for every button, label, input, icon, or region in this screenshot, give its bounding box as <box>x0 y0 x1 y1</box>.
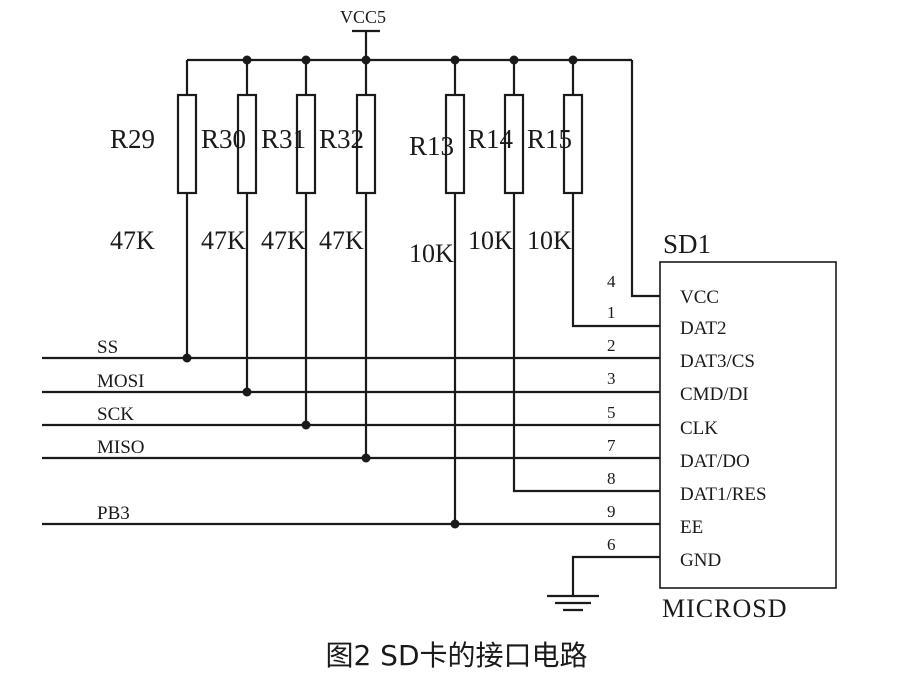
r13-value: 10K <box>409 239 454 268</box>
pin-number: 1 <box>607 303 616 322</box>
r29-ref: R29 <box>110 124 155 154</box>
pin-name: DAT1/RES <box>680 484 767 505</box>
r29-value: 47K <box>110 226 155 255</box>
r15-to-dat2-wire <box>571 193 660 328</box>
figure-caption: 图2 SD卡的接口电路 <box>325 639 588 672</box>
pin-number: 8 <box>607 469 616 488</box>
resistor-r29 <box>176 93 198 195</box>
pin-name: CMD/DI <box>680 384 749 405</box>
junction-dot <box>301 420 311 430</box>
pin-name: DAT2 <box>680 318 726 339</box>
pb3-label: PB3 <box>97 503 130 524</box>
r14-value: 10K <box>468 226 513 255</box>
ss-label: SS <box>97 337 118 358</box>
r30-value: 47K <box>201 226 246 255</box>
pin-name: VCC <box>680 287 719 308</box>
r14-to-dat1-wire <box>512 193 660 493</box>
pin-number: 9 <box>607 502 616 521</box>
r15-ref: R15 <box>527 124 572 154</box>
pin-number: 3 <box>607 369 616 388</box>
junction-dot <box>450 55 460 65</box>
pin-name: CLK <box>680 418 718 439</box>
sd1-ref: SD1 <box>663 229 711 259</box>
r32-ref: R32 <box>319 124 364 154</box>
junction-dot <box>450 519 460 529</box>
sck-label: SCK <box>97 404 134 425</box>
sd-card-interface-schematic: VCC5 R29 R30 R31 R32 R13 R14 R15 47K 47K… <box>42 7 837 623</box>
miso-label: MISO <box>97 437 145 458</box>
r15-value: 10K <box>527 226 572 255</box>
r14-ref: R14 <box>468 124 514 154</box>
r31-value: 47K <box>261 226 306 255</box>
r13-ref: R13 <box>409 131 454 161</box>
vcc5-label: VCC5 <box>340 7 386 27</box>
junction-dot <box>361 453 371 463</box>
pin-number: 2 <box>607 336 616 355</box>
junction-dot <box>242 55 252 65</box>
ground-icon <box>547 594 599 612</box>
vcc-to-sd1-wire <box>630 60 660 298</box>
pin-number: 7 <box>607 436 616 455</box>
sd1-connector-body <box>659 261 837 589</box>
pin-number: 6 <box>607 535 616 554</box>
pin-name: DAT/DO <box>680 451 750 472</box>
junction-dot <box>568 55 578 65</box>
junction-dot <box>509 55 519 65</box>
junction-dot <box>182 353 192 363</box>
r32-value: 47K <box>319 226 364 255</box>
junction-dot <box>361 55 371 65</box>
pin-name: GND <box>680 550 721 571</box>
sd1-part-name: MICROSD <box>662 594 787 623</box>
pin-name: EE <box>680 517 703 538</box>
junction-dot <box>242 387 252 397</box>
pin-number: 5 <box>607 403 616 422</box>
junction-dot <box>301 55 311 65</box>
mosi-label: MOSI <box>97 371 145 392</box>
gnd-wire <box>571 555 660 596</box>
pin-name: DAT3/CS <box>680 351 755 372</box>
r30-ref: R30 <box>201 124 246 154</box>
pin-number: 4 <box>607 272 616 291</box>
r31-ref: R31 <box>261 124 306 154</box>
